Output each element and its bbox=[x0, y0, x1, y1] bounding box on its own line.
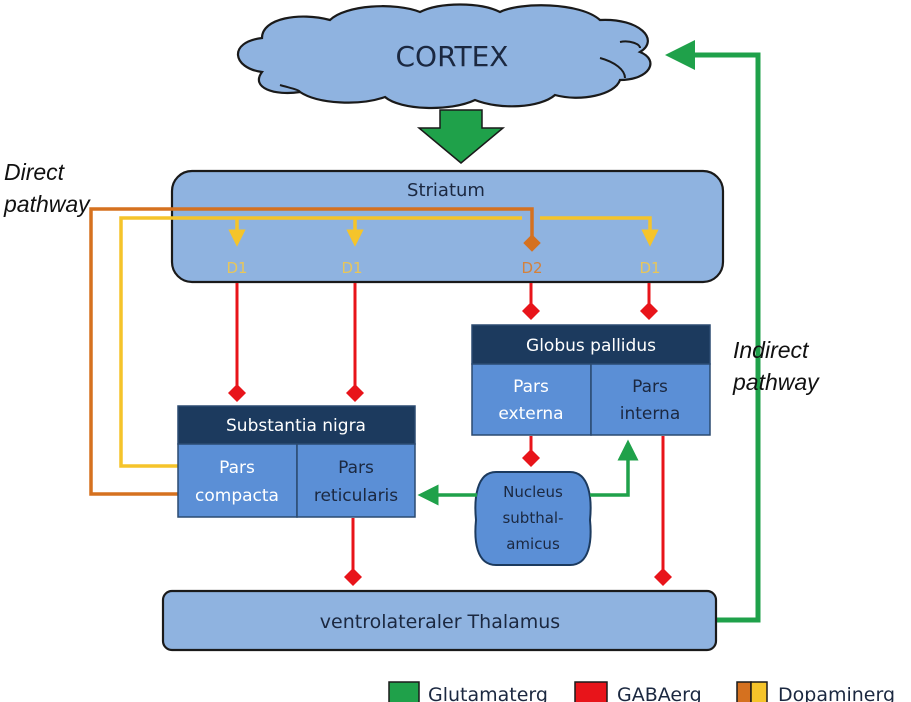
thalamus-box bbox=[161, 589, 718, 652]
dopamine-yellow-line bbox=[119, 216, 522, 468]
sn-reticularis-line1: Pars bbox=[338, 458, 374, 478]
dopamine-orange-line bbox=[89, 207, 541, 496]
glutamate-stn-to-gpi bbox=[590, 439, 639, 497]
sn-pars-reticularis-cell bbox=[296, 443, 416, 518]
gp-pars-externa-cell bbox=[471, 363, 592, 436]
cortex-label: CORTEX bbox=[396, 40, 509, 73]
thalamus-node: ventrolateraler Thalamus bbox=[161, 589, 718, 652]
legend-label-gabaerg: GABAerg bbox=[617, 684, 702, 702]
substantia-nigra-node: Substantia nigra Pars compacta Pars reti… bbox=[177, 405, 416, 518]
receptor-label-d1-3: D1 bbox=[639, 259, 660, 277]
direct-pathway-label-line1: Direct bbox=[4, 159, 66, 185]
sn-compacta-line2: compacta bbox=[195, 486, 279, 506]
dopamine-yellow-line-right bbox=[540, 216, 659, 247]
sn-reticularis-line2: reticularis bbox=[314, 486, 398, 506]
sn-title: Substantia nigra bbox=[226, 416, 366, 436]
gp-externa-line1: Pars bbox=[513, 377, 549, 397]
cortex-cloud-shape bbox=[236, 3, 652, 109]
striatum-label: Striatum bbox=[407, 180, 485, 201]
legend-swatch-dopaminerg-light bbox=[750, 681, 768, 702]
legend-swatch-gabaerg bbox=[574, 681, 608, 702]
subthalamic-nucleus-node: Nucleus subthal- amicus bbox=[474, 471, 592, 566]
stn-line3: amicus bbox=[506, 535, 560, 553]
gp-externa-line2: externa bbox=[498, 404, 563, 424]
legend-item-glutamaterg: Glutamaterg bbox=[388, 681, 548, 702]
receptor-label-d1-2: D1 bbox=[341, 259, 362, 277]
striatum-node: Striatum bbox=[170, 169, 725, 284]
legend-item-gabaerg: GABAerg bbox=[574, 681, 702, 702]
legend-swatch-glutamaterg bbox=[388, 681, 420, 702]
legend-item-dopaminerg: Dopaminerg bbox=[736, 681, 895, 702]
thalamus-label: ventrolateraler Thalamus bbox=[320, 611, 560, 633]
gp-interna-line2: interna bbox=[620, 404, 681, 424]
sn-header bbox=[177, 405, 416, 445]
stn-line1: Nucleus bbox=[503, 483, 563, 501]
cortex-node: CORTEX bbox=[236, 3, 652, 109]
receptor-label-d1-1: D1 bbox=[226, 259, 247, 277]
indirect-pathway-label-line2: pathway bbox=[732, 369, 820, 395]
sn-pars-compacta-cell bbox=[177, 443, 298, 518]
gp-pars-interna-cell bbox=[590, 363, 711, 436]
legend-label-dopaminerg: Dopaminerg bbox=[778, 684, 895, 702]
cortex-to-striatum-arrow bbox=[416, 109, 506, 164]
stn-line2: subthal- bbox=[502, 509, 563, 527]
globus-pallidus-node: Globus pallidus Pars externa Pars intern… bbox=[471, 324, 711, 436]
thalamus-to-cortex-glutamate-line bbox=[665, 40, 761, 623]
sn-compacta-line1: Pars bbox=[219, 458, 255, 478]
striatum-box bbox=[170, 169, 725, 284]
direct-pathway-label-line2: pathway bbox=[3, 191, 91, 217]
gp-interna-line1: Pars bbox=[632, 377, 668, 397]
stn-shape bbox=[474, 471, 592, 566]
indirect-pathway-label-line1: Indirect bbox=[733, 337, 810, 363]
receptor-label-d2: D2 bbox=[521, 259, 542, 277]
legend-swatch-dopaminerg-dark bbox=[736, 681, 752, 702]
gp-title: Globus pallidus bbox=[526, 336, 656, 356]
legend: Glutamaterg GABAerg Dopaminerg bbox=[388, 681, 895, 702]
legend-label-glutamaterg: Glutamaterg bbox=[428, 684, 548, 702]
